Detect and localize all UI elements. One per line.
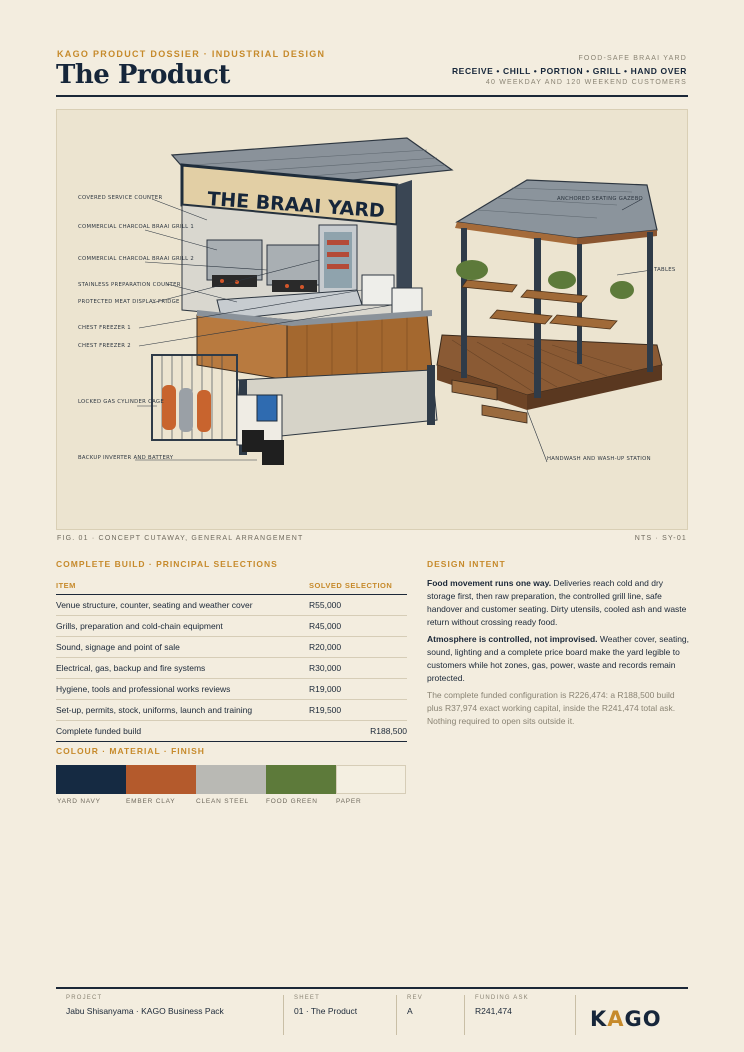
label-meat-fridge: PROTECTED MEAT DISPLAY FRIDGE xyxy=(78,299,180,305)
cutaway-drawing: THE BRAAI YARD xyxy=(57,110,687,529)
label-grill-2: COMMERCIAL CHARCOAL BRAAI GRILL 2 xyxy=(78,256,194,262)
row-item: Electrical, gas, backup and fire systems xyxy=(56,657,309,679)
header-subtitle: FOOD-SAFE BRAAI YARD xyxy=(578,55,687,62)
label-service-counter: COVERED SERVICE COUNTER xyxy=(78,195,162,201)
swatch-label: FOOD GREEN xyxy=(266,798,318,805)
swatch-paper xyxy=(336,765,406,794)
label-inverter: BACKUP INVERTER AND BATTERY xyxy=(78,455,174,461)
footer-project-label: PROJECT xyxy=(66,995,103,1001)
figure-caption: FIG. 01 · CONCEPT CUTAWAY, GENERAL ARRAN… xyxy=(57,535,304,542)
footer-rev-value: A xyxy=(407,1006,413,1016)
kago-logo: KAGO xyxy=(590,1007,662,1031)
footer-project: PROJECT Jabu Shisanyama · KAGO Business … xyxy=(56,995,282,1035)
col-item: ITEM xyxy=(56,578,309,595)
footer-project-value: Jabu Shisanyama · KAGO Business Pack xyxy=(66,1006,224,1016)
intent-body: Food movement runs one way. Deliveries r… xyxy=(427,577,689,732)
build-heading: COMPLETE BUILD · PRINCIPAL SELECTIONS xyxy=(56,559,278,569)
label-chest-freezer-1: CHEST FREEZER 1 xyxy=(78,325,131,331)
footer-sheet-value: 01 · The Product xyxy=(294,1006,358,1016)
label-gazebo: ANCHORED SEATING GAZEBO xyxy=(557,196,643,202)
swatch-label: CLEAN STEEL xyxy=(196,798,249,805)
concept-illustration: THE BRAAI YARD xyxy=(56,109,688,530)
table-row: Electrical, gas, backup and fire systems… xyxy=(56,657,407,679)
header-rule xyxy=(56,95,688,97)
intent-paragraph-3: The complete funded configuration is R22… xyxy=(427,690,676,726)
row-item: Sound, signage and point of sale xyxy=(56,636,309,658)
build-table: ITEM SOLVED SELECTION Venue structure, c… xyxy=(56,578,407,742)
row-item: Hygiene, tools and professional works re… xyxy=(56,678,309,700)
swatch-yard-navy xyxy=(56,765,126,794)
intent-paragraph-1: Food movement runs one way. Deliveries r… xyxy=(427,577,689,629)
logo-k: K xyxy=(590,1007,608,1031)
swatch-food-green xyxy=(266,765,336,794)
footer-rev-label: REV xyxy=(407,995,423,1001)
swatch-label: EMBER CLAY xyxy=(126,798,176,805)
label-chest-freezer-2: CHEST FREEZER 2 xyxy=(78,343,131,349)
logo-a: A xyxy=(607,1007,625,1031)
footer-ask-value: R241,474 xyxy=(475,1006,512,1016)
footer-sheet-label: SHEET xyxy=(294,995,321,1001)
footer-rev: REV A xyxy=(396,995,463,1035)
swatch-row xyxy=(56,765,407,794)
label-handwash: HANDWASH AND WASH-UP STATION xyxy=(547,456,651,462)
dossier-kicker: KAGO PRODUCT DOSSIER · INDUSTRIAL DESIGN xyxy=(57,49,326,59)
swatch-label: PAPER xyxy=(336,798,362,805)
palette-heading: COLOUR · MATERIAL · FINISH xyxy=(56,746,205,756)
row-value: R55,000 xyxy=(309,594,407,616)
intent-lead-2: Atmosphere is controlled, not improvised… xyxy=(427,634,598,644)
table-row: Grills, preparation and cold-chain equip… xyxy=(56,615,407,637)
footer-ask: FUNDING ASK R241,474 xyxy=(464,995,574,1035)
row-value: R30,000 xyxy=(309,657,407,679)
total-value: R188,500 xyxy=(309,720,407,742)
total-label: Complete funded build xyxy=(56,720,309,742)
row-item: Venue structure, counter, seating and we… xyxy=(56,594,309,616)
intent-text-1: Deliveries reach cold and dry storage fi… xyxy=(427,578,687,627)
swatch-ember-clay xyxy=(126,765,196,794)
intent-paragraph-2: Atmosphere is controlled, not improvised… xyxy=(427,633,689,685)
row-value: R45,000 xyxy=(309,615,407,637)
table-row: Venue structure, counter, seating and we… xyxy=(56,594,407,616)
label-grill-1: COMMERCIAL CHARCOAL BRAAI GRILL 1 xyxy=(78,224,194,230)
row-item: Grills, preparation and cold-chain equip… xyxy=(56,615,309,637)
page-title: The Product xyxy=(56,60,230,90)
intent-lead-1: Food movement runs one way. xyxy=(427,578,552,588)
intent-text-2: Weather cover, seating, sound, lighting … xyxy=(427,634,690,683)
footer-ask-label: FUNDING ASK xyxy=(475,995,529,1001)
swatch-clean-steel xyxy=(196,765,266,794)
footer-divider xyxy=(575,995,576,1035)
figure-reference: NTS · SY-01 xyxy=(634,535,687,542)
header-capacity: 40 WEEKDAY AND 120 WEEKEND CUSTOMERS xyxy=(485,79,687,86)
row-item: Set-up, permits, stock, uniforms, launch… xyxy=(56,699,309,721)
footer-rule xyxy=(56,987,688,989)
row-value: R20,000 xyxy=(309,636,407,658)
label-prep-counter: STAINLESS PREPARATION COUNTER xyxy=(78,282,181,288)
swatch-label: YARD NAVY xyxy=(57,798,101,805)
label-tables: TABLES xyxy=(653,267,676,273)
row-value: R19,500 xyxy=(309,699,407,721)
table-row: Set-up, permits, stock, uniforms, launch… xyxy=(56,699,407,721)
row-value: R19,000 xyxy=(309,678,407,700)
intent-heading: DESIGN INTENT xyxy=(427,559,506,569)
label-gas-cage: LOCKED GAS CYLINDER CAGE xyxy=(78,399,164,405)
table-row: Hygiene, tools and professional works re… xyxy=(56,678,407,700)
col-selection: SOLVED SELECTION xyxy=(309,578,407,595)
footer-sheet: SHEET 01 · The Product xyxy=(283,995,395,1035)
logo-go: GO xyxy=(624,1007,662,1031)
header-process: RECEIVE • CHILL • PORTION • GRILL • HAND… xyxy=(451,66,687,76)
